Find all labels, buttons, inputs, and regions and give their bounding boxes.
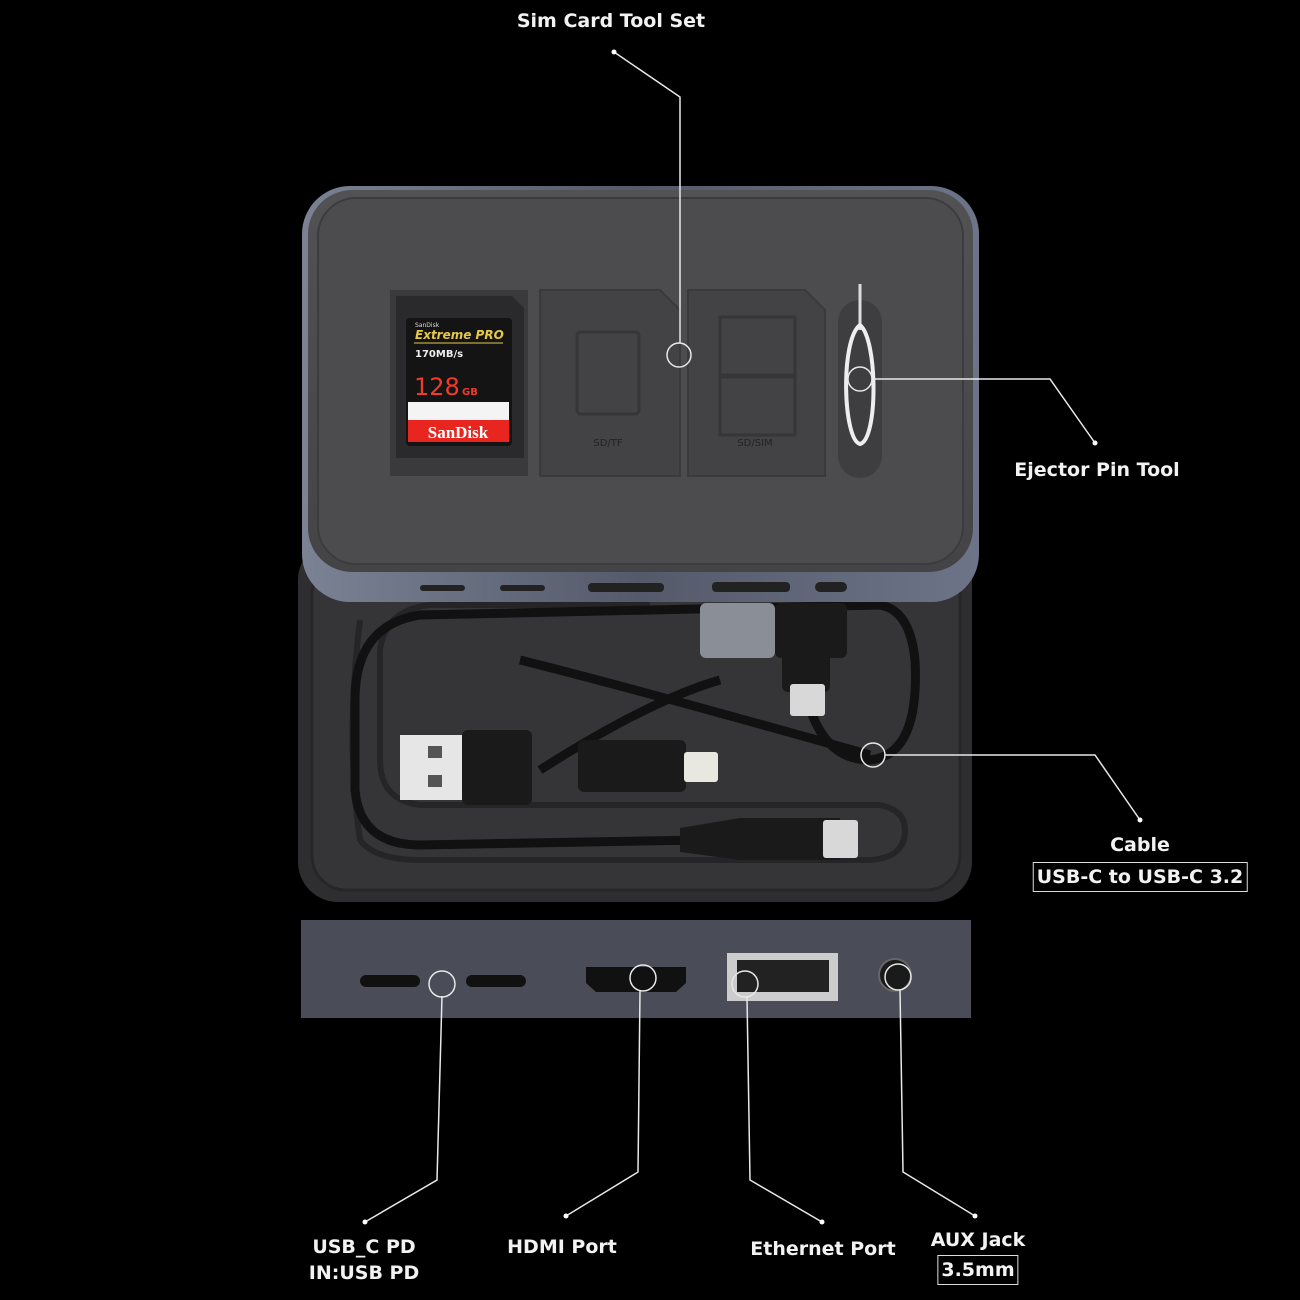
- usb-c-cable: [350, 600, 920, 860]
- sd-card-brand: SanDisk: [428, 423, 489, 442]
- ejector-pin-tool: [838, 284, 882, 478]
- sd-card-capacity: 128: [414, 373, 460, 401]
- callout-cable: Cable: [1110, 834, 1170, 856]
- sd-card: SanDisk Extreme PRO 170MB/s 128 GB SanDi…: [390, 290, 528, 476]
- callout-hdmi-port: HDMI Port: [507, 1236, 617, 1258]
- sd-card-unit: GB: [462, 387, 478, 398]
- sd-card-speed: 170MB/s: [415, 349, 463, 360]
- callout-aux-jack: AUX Jack: [930, 1229, 1026, 1251]
- sd-card-brand-small: SanDisk: [415, 322, 440, 329]
- callout-usb-c-line2: IN:USB PD: [308, 1262, 420, 1284]
- callout-ejector-pin-tool: Ejector Pin Tool: [1014, 459, 1180, 481]
- ports-strip: [301, 920, 971, 1018]
- sd-card-line: Extreme PRO: [415, 328, 504, 342]
- callout-lines: [364, 51, 1141, 1223]
- callout-ethernet-port: Ethernet Port: [750, 1238, 896, 1260]
- callout-cable-spec: USB-C to USB-C 3.2: [1032, 862, 1248, 892]
- callout-usb-c-pd: USB_C PD IN:USB PD: [309, 1234, 419, 1286]
- callout-aux-spec: 3.5mm: [937, 1255, 1019, 1285]
- callout-sim-card-tool-set: Sim Card Tool Set: [516, 10, 706, 32]
- slot-label-sd-sim: SD/SIM: [737, 438, 772, 449]
- callout-usb-c-line1: USB_C PD: [312, 1236, 416, 1258]
- card-slot-sd-tf: SD/TF: [539, 289, 681, 477]
- card-slot-sd-sim: SD/SIM: [687, 289, 826, 477]
- slot-label-sd-tf: SD/TF: [593, 438, 623, 449]
